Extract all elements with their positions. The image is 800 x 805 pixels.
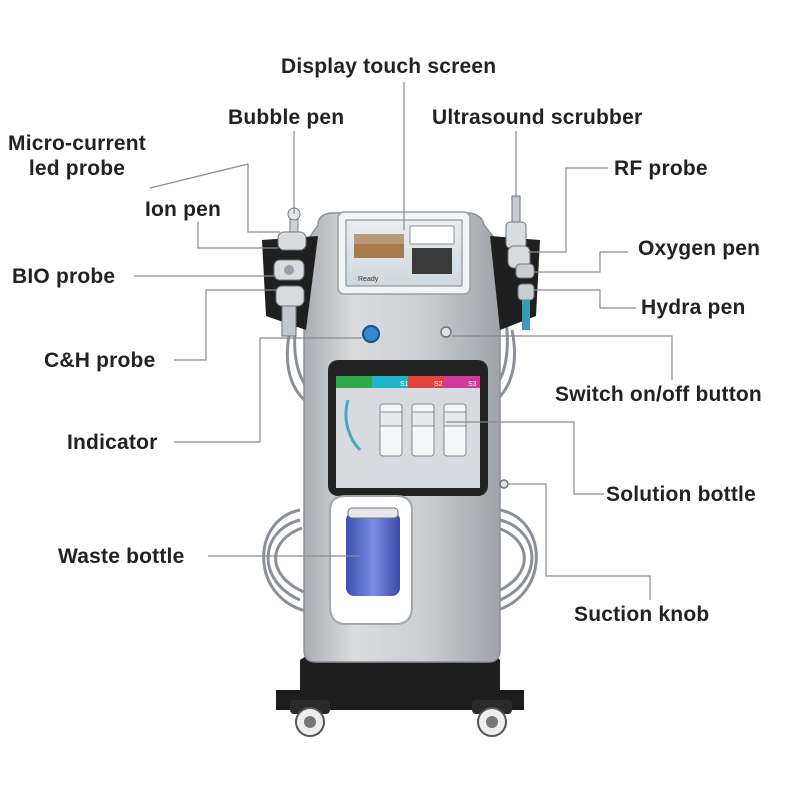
solution-bottle-window: S1 S2 S3 (328, 360, 488, 496)
label-switch-on-off-button: Switch on/off button (555, 383, 762, 406)
suction-knob[interactable] (499, 479, 509, 489)
waste-bottle-window (329, 495, 413, 625)
ion-pen-probe (277, 231, 307, 251)
label-ion-pen: Ion pen (145, 198, 222, 221)
label-bio-probe: BIO probe (12, 265, 116, 288)
hydra-pen-probe (517, 283, 535, 330)
bio-probe (273, 259, 305, 281)
tab-bar-magenta (444, 376, 480, 388)
left-probe-holder (262, 236, 318, 330)
leader-lines (134, 82, 673, 600)
label-ch-probe: C&H probe (44, 349, 156, 372)
label-oxygen-pen: Oxygen pen (638, 237, 761, 260)
display-touch-screen[interactable]: Ready (337, 211, 471, 295)
cart-base (276, 648, 524, 714)
ch-probe (275, 285, 305, 337)
tab-s2: S2 (434, 381, 443, 388)
tab-bar-green (336, 376, 372, 388)
indicator-light (362, 325, 380, 343)
screen-status: Ready (358, 276, 379, 283)
tab-bar-teal (372, 376, 408, 388)
label-suction-knob: Suction knob (574, 603, 710, 626)
label-indicator: Indicator (67, 431, 158, 454)
label-bubble-pen: Bubble pen (228, 106, 345, 129)
tab-bar-red (408, 376, 444, 388)
tab-s3: S3 (468, 381, 477, 388)
label-hydra-pen: Hydra pen (641, 296, 746, 319)
label-display-touch-screen: Display touch screen (281, 55, 497, 78)
label-rf-probe: RF probe (614, 157, 708, 180)
power-button[interactable] (440, 326, 452, 338)
caster-wheels (295, 707, 507, 737)
oxygen-pen-probe (515, 263, 535, 279)
label-waste-bottle: Waste bottle (58, 545, 185, 568)
label-ultrasound-scrubber: Ultrasound scrubber (432, 106, 643, 129)
label-micro-current-led-probe: Micro-current led probe (8, 132, 146, 180)
tab-s1: S1 (400, 381, 409, 388)
ultrasound-scrubber-probe (505, 195, 527, 249)
solution-bottles (379, 403, 467, 457)
label-solution-bottle: Solution bottle (606, 483, 756, 506)
